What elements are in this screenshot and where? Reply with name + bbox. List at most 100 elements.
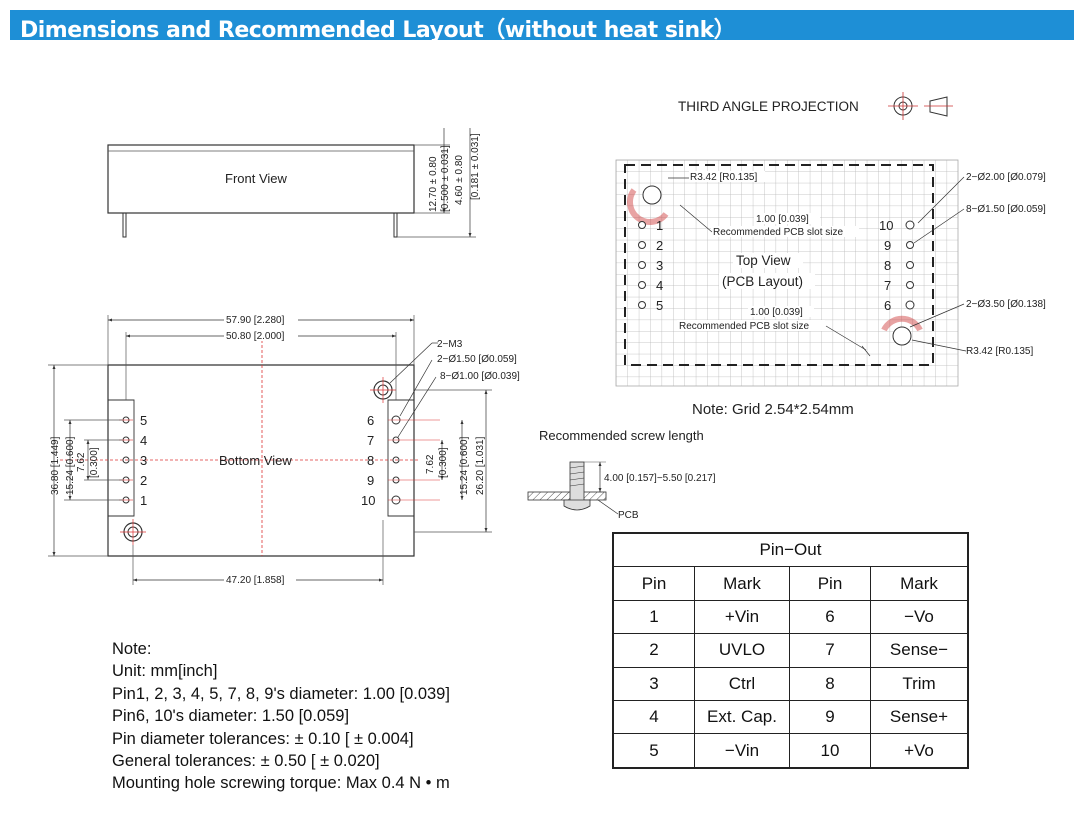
top-pin-left-2: 2 — [656, 238, 663, 253]
note-line: Note: — [112, 640, 152, 658]
pinout-cell: 5 — [612, 733, 695, 769]
front-height-inch-dim: [0.500 ± 0.031] — [440, 145, 451, 212]
bottom-width-dim: 57.90 [2.280] — [226, 315, 285, 326]
top-pin-left-3: 3 — [656, 258, 663, 273]
top-view: 1 2 3 4 5 10 9 8 7 6 Top View (PCB Layou… — [615, 159, 1046, 418]
bottom-pin-right-8: 8 — [367, 453, 374, 468]
pinout-cell: 7 — [789, 633, 871, 668]
table-row: 1+Vin 6−Vo — [612, 599, 969, 635]
note-line: Pin1, 2, 3, 4, 5, 7, 8, 9's diameter: 1.… — [112, 684, 450, 703]
bottom-d100-callout: 8−Ø1.00 [Ø0.039] — [440, 371, 520, 382]
front-height-dim: 12.70 ± 0.80 — [428, 156, 439, 212]
note-line: Mounting hole screwing torque: Max 0.4 N… — [112, 774, 450, 793]
bottom-right-762-inch-dim: [0.300] — [438, 447, 449, 478]
note-line: General tolerances: ± 0.50 [ ± 0.020] — [112, 752, 380, 771]
top-slot1-text: Recommended PCB slot size — [713, 227, 843, 238]
bottom-pin-right-7: 7 — [367, 433, 374, 448]
top-slot1-val: 1.00 [0.039] — [756, 214, 809, 225]
top-r-top-callout: R3.42 [R0.135] — [690, 172, 757, 183]
bottom-width-lower-dim: 47.20 [1.858] — [226, 575, 285, 586]
top-slot2-val: 1.00 [0.039] — [750, 307, 803, 318]
page-title: Dimensions and Recommended Layout（withou… — [20, 18, 736, 43]
front-pin-dim: 4.60 ± 0.80 — [454, 155, 465, 205]
pinout-cell: Trim — [870, 666, 969, 701]
pinout-cell: +Vo — [870, 733, 969, 769]
top-pin-left-4: 4 — [656, 278, 663, 293]
pinout-cell: UVLO — [694, 633, 790, 668]
projection-cone-icon — [929, 96, 948, 117]
pinout-cell: 4 — [612, 699, 695, 735]
pinout-cell: +Vin — [694, 599, 790, 635]
front-pin-inch-dim: [0.181 ± 0.031] — [470, 133, 481, 200]
pinout-header: Mark — [870, 566, 969, 601]
bottom-pin-right-10: 10 — [361, 493, 375, 508]
bottom-left-pins: 5 4 3 2 1 — [119, 413, 147, 508]
top-pin-right-6: 6 — [884, 298, 891, 313]
top-pin-right-10: 10 — [879, 218, 893, 233]
front-view-label: Front View — [225, 171, 288, 186]
bottom-left-1524-dim: 15.24 [0.600] — [65, 436, 76, 495]
top-view-label: Top View — [736, 253, 791, 268]
front-view: Front View 12.70 ± 0.80 [0.500 ± 0.031] … — [107, 128, 481, 238]
bottom-m3-callout: 2−M3 — [437, 339, 463, 350]
top-pin-left-1: 1 — [656, 218, 663, 233]
note-line: Unit: mm[inch] — [112, 662, 218, 681]
bottom-pin-left-1: 5 — [140, 413, 147, 428]
bottom-pin-left-2: 4 — [140, 433, 147, 448]
note-line: Pin6, 10's diameter: 1.50 [0.059] — [112, 707, 350, 726]
top-d350-callout: 2−Ø3.50 [Ø0.138] — [966, 299, 1046, 310]
table-row: 5−Vin 10+Vo — [612, 733, 969, 769]
pinout-cell: −Vin — [694, 733, 790, 769]
pinout-cell: Sense− — [870, 633, 969, 668]
pinout-cell: 9 — [789, 699, 871, 735]
pinout-cell: Sense+ — [870, 699, 969, 735]
bottom-height-dim: 36.80 [1.449] — [50, 436, 61, 495]
table-header-row: Pin Mark Pin Mark — [612, 566, 969, 601]
top-pin-right-9: 9 — [884, 238, 891, 253]
bottom-right-762-dim: 7.62 — [425, 454, 436, 474]
pinout-header: Mark — [694, 566, 790, 601]
top-slot2-text: Recommended PCB slot size — [679, 321, 809, 332]
pinout-cell: Ctrl — [694, 666, 790, 701]
pinout-cell: 6 — [789, 599, 871, 635]
bottom-d150-callout: 2−Ø1.50 [Ø0.059] — [437, 354, 517, 365]
pinout-cell: Ext. Cap. — [694, 699, 790, 735]
pinout-cell: 1 — [612, 599, 695, 635]
top-pin-right-7: 7 — [884, 278, 891, 293]
bottom-left-762-inch-dim: [0.300] — [89, 447, 100, 478]
bottom-pin-right-9: 9 — [367, 473, 374, 488]
bottom-right-2620-dim: 26.20 [1.031] — [475, 436, 486, 495]
header-banner: Dimensions and Recommended Layout（withou… — [10, 10, 1074, 43]
projection-symbol: THIRD ANGLE PROJECTION — [678, 92, 953, 120]
pinout-cell: −Vo — [870, 599, 969, 635]
note-line: Pin diameter tolerances: ± 0.10 [ ± 0.00… — [112, 729, 414, 748]
bottom-pin-left-3: 3 — [140, 453, 147, 468]
screw-title: Recommended screw length — [539, 428, 704, 443]
bottom-right-pins: 6 7 8 9 10 — [361, 413, 440, 508]
screw-pcb-label: PCB — [618, 510, 639, 521]
pinout-cell: 3 — [612, 666, 695, 701]
screw-dim: 4.00 [0.157]−5.50 [0.217] — [604, 473, 716, 484]
bottom-pin-left-5: 1 — [140, 493, 147, 508]
bottom-pin-left-4: 2 — [140, 473, 147, 488]
screw-detail: Recommended screw length 4.00 [0.157]−5.… — [527, 428, 716, 521]
bottom-right-1524-dim: 15.24 [0.600] — [459, 436, 470, 495]
bottom-pitch-dim: 50.80 [2.000] — [226, 331, 285, 342]
bottom-view-label: Bottom View — [219, 453, 292, 468]
pinout-cell: 8 — [789, 666, 871, 701]
bottom-pin-right-6: 6 — [367, 413, 374, 428]
top-pin-right-8: 8 — [884, 258, 891, 273]
top-view-sublabel: (PCB Layout) — [722, 274, 803, 289]
notes-block: Note: Unit: mm[inch] Pin1, 2, 3, 4, 5, 7… — [112, 638, 450, 795]
pinout-header: Pin — [789, 566, 871, 601]
pinout-cell: 10 — [789, 733, 871, 769]
top-d150-callout: 8−Ø1.50 [Ø0.059] — [966, 204, 1046, 215]
bottom-left-762-dim: 7.62 — [76, 452, 87, 472]
top-d200-callout: 2−Ø2.00 [Ø0.079] — [966, 172, 1046, 183]
pinout-cell: 2 — [612, 633, 695, 668]
